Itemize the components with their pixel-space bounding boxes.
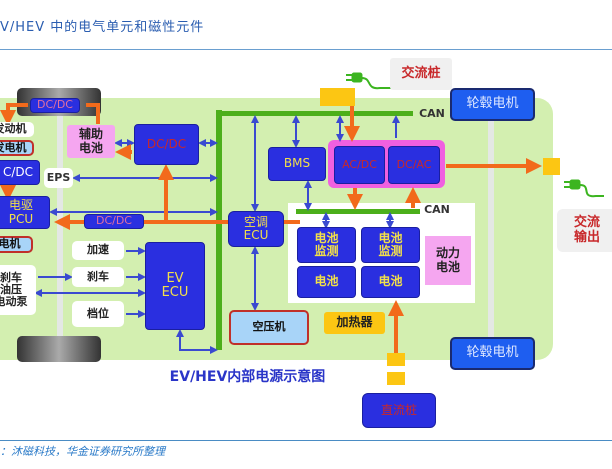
ac-output-node: 交流 输出 <box>557 209 612 252</box>
plug-icon-ac-output <box>564 179 604 198</box>
can-label-top: CAN <box>419 106 445 120</box>
power-dcdc-top-to-engine <box>0 103 28 126</box>
header-divider <box>0 49 612 50</box>
dcdc-mid-node: DC/DC <box>84 214 144 229</box>
ac-ecu-node: 空调 ECU <box>228 211 284 247</box>
battery-monitor-2: 电池 监测 <box>361 227 420 263</box>
link-ecu-can <box>176 329 218 354</box>
ac-pile-node: 交流桩 <box>390 58 452 90</box>
accel-node: 加速 <box>72 241 124 260</box>
acdc-node: AC/DC <box>334 146 385 184</box>
bms-node: BMS <box>268 147 326 181</box>
battery-cell-1: 电池 <box>297 266 356 298</box>
ac-pile-connector <box>320 88 355 106</box>
page-title: V/HEV 中的电气单元和磁性元件 <box>0 19 205 35</box>
can-label-inner: CAN <box>424 202 450 216</box>
dcdc-top-node: DC/DC <box>30 98 80 113</box>
ev-ecu-node: EV ECU <box>145 242 205 330</box>
dcdc-left-node: C/DC <box>0 160 40 185</box>
hub-motor-top: 轮毂电机 <box>450 88 535 121</box>
can-bus-vertical <box>216 110 222 350</box>
can-bus-top <box>216 111 413 116</box>
dc-pile-node: 直流桩 <box>362 393 436 428</box>
plug-icon-ac-pile <box>346 72 392 90</box>
axle-right <box>488 118 494 340</box>
dc-pile-connector-1 <box>387 353 405 366</box>
power-aux-to-dcdc-top <box>86 103 100 124</box>
compressor-node: 空压机 <box>229 310 309 345</box>
heater-node: 加热器 <box>324 312 385 334</box>
battery-monitor-1: 电池 监测 <box>297 227 356 263</box>
power-battery-node: 动力 电池 <box>425 236 471 285</box>
dc-pile-connector-2 <box>387 372 405 385</box>
hub-motor-bottom: 轮毂电机 <box>450 337 535 370</box>
brake-pump-node: 刹车 油压 电动泵 <box>0 265 36 315</box>
generator-node: 发电机 <box>0 140 34 156</box>
eps-node: EPS <box>44 168 73 188</box>
gear-node: 档位 <box>72 301 124 327</box>
diagram-caption: EV/HEV内部电源示意图 <box>169 369 326 386</box>
wheel-bottom-left <box>17 336 101 362</box>
ac-output-connector <box>543 158 560 175</box>
can-bus-inner <box>296 209 420 214</box>
footer-divider <box>0 440 612 441</box>
source-note: ：沐磁科技，华金证券研究所整理 <box>0 444 165 458</box>
brake-node: 刹车 <box>72 267 124 287</box>
battery-cell-2: 电池 <box>361 266 420 298</box>
motor-node: 电机 <box>0 236 33 253</box>
engine-node: 发动机 <box>0 122 34 137</box>
pcu-node: 电驱 PCU <box>0 196 50 229</box>
dcdc-main-node: DC/DC <box>134 124 199 165</box>
dcac-node: DC/AC <box>388 146 440 184</box>
aux-battery-node: 辅助 电池 <box>67 125 115 158</box>
